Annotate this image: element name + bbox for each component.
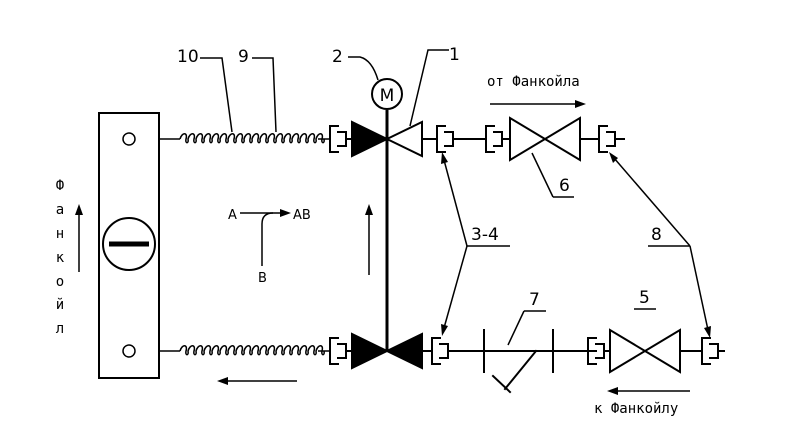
svg-text:8: 8 — [651, 225, 662, 245]
svg-text:10: 10 — [177, 47, 199, 67]
three-way-valve-top — [345, 120, 423, 158]
motor-actuator: M — [371, 78, 403, 110]
callout-3-4: 3-4 — [441, 152, 510, 336]
svg-text:о: о — [56, 274, 64, 290]
svg-text:й: й — [56, 297, 64, 313]
fitting-bottom-valve-out — [421, 337, 597, 365]
svg-text:3-4: 3-4 — [471, 225, 499, 245]
svg-text:A: A — [228, 208, 237, 223]
svg-text:6: 6 — [559, 176, 570, 196]
svg-text:9: 9 — [238, 47, 249, 67]
svg-text:B: B — [258, 271, 267, 286]
callout-5: 5 — [634, 288, 656, 310]
fancoil-vertical-label: Ф а н к о й л — [56, 178, 65, 337]
fancoil-top-port — [122, 132, 136, 146]
svg-text:к: к — [56, 250, 65, 266]
shutoff-valve-bottom — [609, 328, 703, 374]
callout-9: 9 — [238, 47, 277, 133]
upward-flow-arrow-middle — [365, 204, 373, 275]
callout-6: 6 — [531, 152, 574, 198]
callout-7: 7 — [507, 290, 546, 346]
three-way-valve-bottom — [345, 332, 423, 370]
svg-text:M: M — [380, 86, 395, 106]
svg-text:1: 1 — [449, 45, 460, 65]
to-fancoil-label: к Фанкойлу — [594, 387, 690, 417]
svg-text:5: 5 — [639, 288, 650, 308]
fancoil-bottom-port — [122, 344, 136, 358]
from-fancoil-label: от Фанкойла — [487, 74, 586, 108]
port-legend: A AB B — [228, 208, 311, 286]
svg-text:от Фанкойла: от Фанкойла — [487, 74, 580, 90]
svg-text:л: л — [56, 321, 64, 337]
fitting-top-right — [598, 125, 625, 153]
fancoil-fan-symbol — [102, 217, 156, 271]
svg-text:AB: AB — [293, 208, 311, 223]
fitting-top-left — [329, 125, 347, 153]
svg-text:2: 2 — [332, 47, 343, 67]
fitting-top-mid — [485, 125, 511, 153]
callout-8: 8 — [609, 152, 711, 338]
shutoff-valve-top — [509, 116, 600, 162]
fancoil-unit — [98, 112, 160, 379]
callout-1: 1 — [409, 45, 460, 127]
svg-text:н: н — [56, 226, 64, 242]
fitting-bottom-right — [701, 337, 725, 365]
strainer-7 — [483, 329, 554, 394]
return-arrow-left — [217, 377, 297, 385]
svg-text:7: 7 — [529, 290, 540, 310]
fitting-bottom-left — [329, 337, 347, 365]
callout-10: 10 — [177, 47, 233, 133]
flexible-hose-bottom — [159, 345, 330, 356]
svg-text:к Фанкойлу: к Фанкойлу — [594, 401, 678, 417]
svg-text:Ф: Ф — [56, 178, 64, 194]
svg-text:а: а — [56, 202, 64, 218]
callout-2: 2 — [332, 47, 379, 81]
upward-flow-arrow-left — [75, 204, 83, 272]
fitting-top-valve-out — [421, 125, 487, 153]
flexible-hose-top — [159, 133, 330, 144]
